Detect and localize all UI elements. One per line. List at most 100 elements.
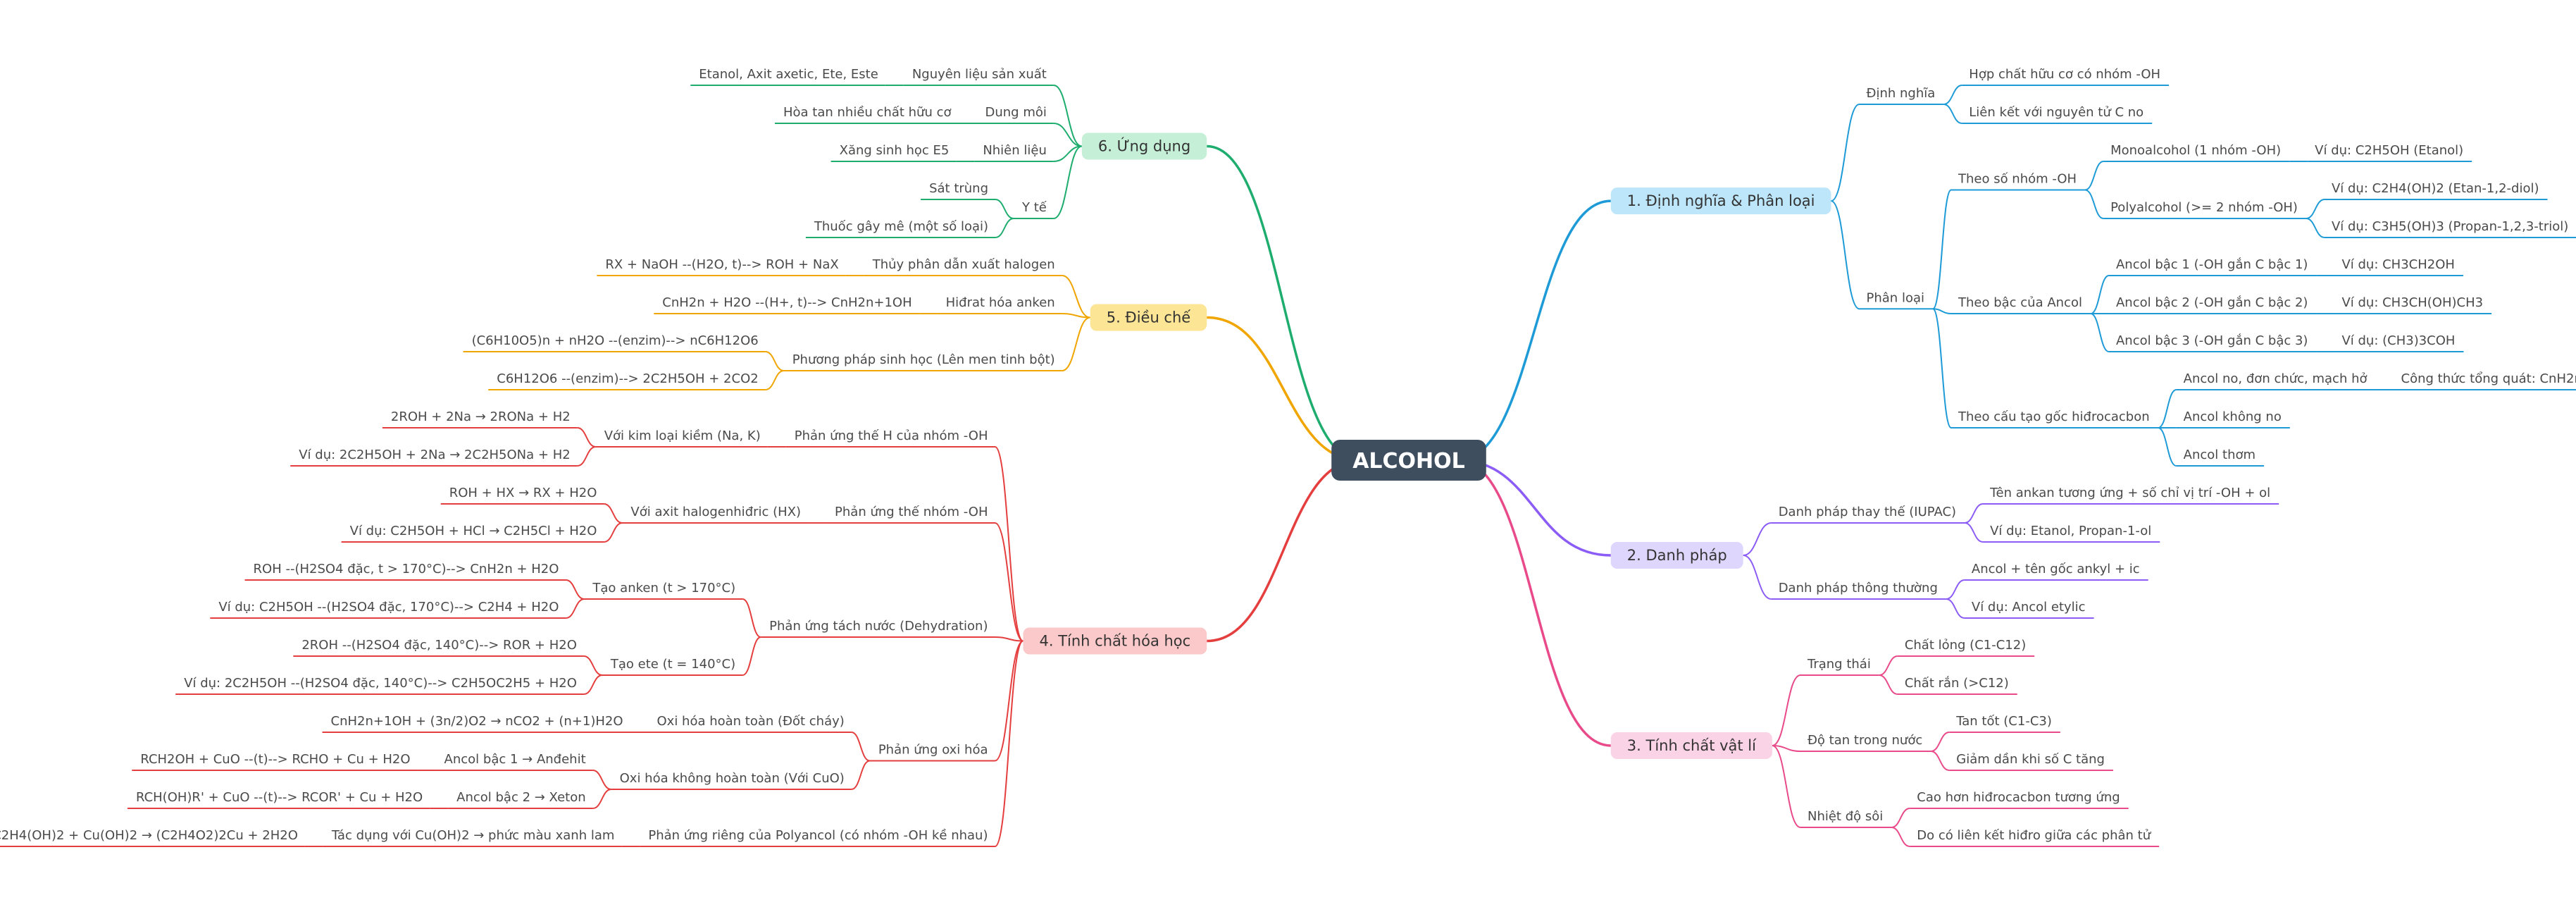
subtopic-oxi-hoa-hoan-toan-dot-chay[interactable]: Oxi hóa hoàn toàn (Đốt cháy) <box>657 714 845 729</box>
subtopic-y-te[interactable]: Y tế <box>1021 200 1047 215</box>
topic-link <box>1831 104 1860 202</box>
subtopic-dinh-nghia[interactable]: Định nghĩa <box>1867 86 1936 101</box>
subtopic-do-tan-trong-nuoc[interactable]: Độ tan trong nước <box>1807 733 1922 748</box>
leaf-cnh2n-1oh-3n-2-o2-nco2-n-1-h2o[interactable]: CnH2n+1OH + (3n/2)O2 → nCO2 + (n+1)H2O <box>331 714 623 729</box>
subtopic-tao-anken-t-170-c[interactable]: Tạo anken (t > 170°C) <box>592 581 735 596</box>
subtopic-ancol-no-don-chuc-mach-ho[interactable]: Ancol no, đơn chức, mạch hở <box>2184 371 2367 386</box>
subtopic-oxi-hoa-khong-hoan-toan-voi-cuo[interactable]: Oxi hóa không hoàn toàn (Với CuO) <box>620 771 845 786</box>
leaf-c6h12o6-enzim-2c2h5oh-2co2[interactable]: C6H12O6 --(enzim)--> 2C2H5OH + 2CO2 <box>497 371 758 386</box>
leaf-xang-sinh-hoc-e5[interactable]: Xăng sinh học E5 <box>840 143 950 158</box>
leaf-ten-ankan-tuong-ung-so-chi-vi-tri-oh-ol[interactable]: Tên ankan tương ứng + số chỉ vị trí -OH … <box>1989 486 2270 500</box>
leaf-vi-du-c2h5oh-hcl-c2h5cl-h2o[interactable]: Ví dụ: C2H5OH + HCl → C2H5Cl + H2O <box>350 524 597 538</box>
root-node-label: ALCOHOL <box>1352 449 1465 474</box>
leaf-rx-naoh-h2o-t-roh-nax[interactable]: RX + NaOH --(H2O, t)--> ROH + NaX <box>605 257 838 272</box>
topic-link <box>566 579 585 600</box>
topic-link <box>2084 189 2104 219</box>
leaf-c6h10o5-n-nh2o-enzim-nc6h12o6[interactable]: (C6H10O5)n + nH2O --(enzim)--> nC6H12O6 <box>472 333 759 348</box>
leaf-ancol-thom[interactable]: Ancol thơm <box>2184 448 2255 462</box>
branch-node-5-dieu-che[interactable]: 5. Điều chế <box>1090 304 1207 331</box>
subtopic-phan-ung-the-nhom-oh[interactable]: Phản ứng thế nhóm -OH <box>835 505 988 519</box>
subtopic-dung-moi[interactable]: Dung môi <box>985 105 1047 120</box>
subtopic-voi-kim-loai-kiem-na-k[interactable]: Với kim loại kiềm (Na, K) <box>604 428 761 443</box>
topic-link <box>1743 555 1772 600</box>
leaf-chat-ran-c12[interactable]: Chất rắn (>C12) <box>1905 676 2009 691</box>
subtopic-phan-ung-the-h-cua-nhom-oh[interactable]: Phản ứng thế H của nhóm -OH <box>795 428 988 443</box>
topic-link <box>2306 218 2325 238</box>
leaf-ancol-khong-no[interactable]: Ancol không no <box>2184 409 2282 424</box>
leaf-do-co-lien-ket-hidro-giua-cac-phan-tu[interactable]: Do có liên kết hiđro giữa các phân tử <box>1917 828 2151 843</box>
leaf-2roh-h2so4-dac-140-c-ror-h2o[interactable]: 2ROH --(H2SO4 đặc, 140°C)--> ROR + H2O <box>301 638 577 653</box>
leaf-rch-oh-r-cuo-t-rcor-cu-h2o[interactable]: RCH(OH)R' + CuO --(t)--> RCOR' + Cu + H2… <box>136 790 423 805</box>
branch-node-4-tinh-chat-hoa-hoc[interactable]: 4. Tính chất hóa học <box>1023 627 1207 655</box>
leaf-vi-du-c3h5-oh-3-propan-1-2-3-triol[interactable]: Ví dụ: C3H5(OH)3 (Propan-1,2,3-triol) <box>2332 219 2568 234</box>
branch-node-6-ung-dung[interactable]: 6. Ứng dụng <box>1081 132 1207 160</box>
leaf-chat-long-c1-c12[interactable]: Chất lỏng (C1-C12) <box>1905 638 2026 653</box>
subtopic-nhiet-do-soi[interactable]: Nhiệt độ sôi <box>1807 809 1883 824</box>
root-node[interactable]: ALCOHOL <box>1331 440 1486 481</box>
branch-node-1-dinh-nghia-phan-loai[interactable]: 1. Định nghĩa & Phân loại <box>1610 187 1831 215</box>
subtopic-tao-ete-t-140-c[interactable]: Tạo ete (t = 140°C) <box>610 657 735 672</box>
leaf-vi-du-c2h5oh-h2so4-dac-170-c-c2h4-h2o[interactable]: Ví dụ: C2H5OH --(H2SO4 đặc, 170°C)--> C2… <box>218 600 559 615</box>
subtopic-thuy-phan-dan-xuat-halogen[interactable]: Thủy phân dẫn xuất halogen <box>872 257 1055 272</box>
leaf-vi-du-ch3ch-oh-ch3[interactable]: Ví dụ: CH3CH(OH)CH3 <box>2341 295 2483 310</box>
subtopic-phuong-phap-sinh-hoc-len-men-tinh-bot[interactable]: Phương pháp sinh học (Lên men tinh bột) <box>792 352 1055 367</box>
subtopic-nguyen-lieu-san-xuat[interactable]: Nguyên liệu sản xuất <box>912 67 1047 82</box>
subtopic-ancol-bac-2-oh-gan-c-bac-2[interactable]: Ancol bậc 2 (-OH gắn C bậc 2) <box>2116 295 2308 310</box>
leaf-hop-chat-huu-co-co-nhom-oh[interactable]: Hợp chất hữu cơ có nhóm -OH <box>1969 67 2160 82</box>
leaf-vi-du-2c2h5oh-h2so4-dac-140-c-c2h5oc2h5-[interactable]: Ví dụ: 2C2H5OH --(H2SO4 đặc, 140°C)--> C… <box>184 676 577 691</box>
leaf-thuoc-gay-me-mot-so-loai[interactable]: Thuốc gây mê (một số loại) <box>814 219 988 234</box>
subtopic-voi-axit-halogenhidric-hx[interactable]: Với axit halogenhiđric (HX) <box>630 505 801 519</box>
leaf-vi-du-c2h4-oh-2-etan-1-2-diol[interactable]: Ví dụ: C2H4(OH)2 (Etan-1,2-diol) <box>2332 181 2539 196</box>
subtopic-ancol-bac-1-oh-gan-c-bac-1[interactable]: Ancol bậc 1 (-OH gắn C bậc 1) <box>2116 257 2308 272</box>
branch-node-3-tinh-chat-vat-li[interactable]: 3. Tính chất vật lí <box>1610 732 1772 759</box>
subtopic-phan-loai[interactable]: Phân loại <box>1867 290 1924 305</box>
subtopic-phan-ung-rieng-cua-polyancol-co-nhom-oh-[interactable]: Phản ứng riêng của Polyancol (có nhóm -O… <box>648 828 988 843</box>
branch-node-box <box>1610 542 1743 569</box>
branch-link <box>1207 144 1360 462</box>
subtopic-theo-bac-cua-ancol[interactable]: Theo bậc của Ancol <box>1958 295 2082 310</box>
subtopic-polyalcohol-2-nhom-oh[interactable]: Polyalcohol (>= 2 nhóm -OH) <box>2110 200 2298 215</box>
subtopic-ancol-bac-2-xeton[interactable]: Ancol bậc 2 → Xeton <box>456 790 585 805</box>
subtopic-theo-cau-tao-goc-hidrocacbon[interactable]: Theo cấu tạo gốc hiđrocacbon <box>1958 409 2150 424</box>
subtopic-trang-thai[interactable]: Trạng thái <box>1807 657 1871 672</box>
leaf-vi-du-c2h5oh-etanol[interactable]: Ví dụ: C2H5OH (Etanol) <box>2315 143 2463 158</box>
leaf-vi-du-etanol-propan-1-ol[interactable]: Ví dụ: Etanol, Propan-1-ol <box>1990 524 2151 538</box>
subtopic-ancol-bac-1-andehit[interactable]: Ancol bậc 1 → Anđehit <box>444 752 586 767</box>
subtopic-ancol-bac-3-oh-gan-c-bac-3[interactable]: Ancol bậc 3 (-OH gắn C bậc 3) <box>2116 333 2308 348</box>
leaf-cnh2n-h2o-h-t-cnh2n-1oh[interactable]: CnH2n + H2O --(H+, t)--> CnH2n+1OH <box>662 295 911 310</box>
leaf-cao-hon-hidrocacbon-tuong-ung[interactable]: Cao hơn hiđrocacbon tương ứng <box>1917 790 2120 805</box>
subtopic-monoalcohol-1-nhom-oh[interactable]: Monoalcohol (1 nhóm -OH) <box>2110 143 2281 158</box>
branch-node-label: 4. Tính chất hóa học <box>1039 633 1190 650</box>
subtopic-theo-so-nhom-oh[interactable]: Theo số nhóm -OH <box>1958 172 2077 187</box>
branch-node-2-danh-phap[interactable]: 2. Danh pháp <box>1610 542 1743 569</box>
branch-node-box <box>1081 132 1207 160</box>
subtopic-hidrat-hoa-anken[interactable]: Hiđrat hóa anken <box>946 295 1055 310</box>
leaf-vi-du-2c2h4-oh-2-cu-oh-2-c2h4o2-2cu-2h2o[interactable]: Ví dụ: 2C2H4(OH)2 + Cu(OH)2 → (C2H4O2)2C… <box>0 828 298 843</box>
leaf-etanol-axit-axetic-ete-este[interactable]: Etanol, Axit axetic, Ete, Este <box>699 67 878 82</box>
leaf-vi-du-ch3-3coh[interactable]: Ví dụ: (CH3)3COH <box>2341 333 2455 348</box>
leaf-ancol-ten-goc-ankyl-ic[interactable]: Ancol + tên gốc ankyl + ic <box>1972 562 2140 576</box>
subtopic-danh-phap-thay-the-iupac[interactable]: Danh pháp thay thế (IUPAC) <box>1779 505 1956 519</box>
leaf-tan-tot-c1-c3[interactable]: Tan tốt (C1-C3) <box>1955 714 2052 729</box>
subtopic-phan-ung-tach-nuoc-dehydration[interactable]: Phản ứng tách nước (Dehydration) <box>769 619 988 634</box>
leaf-roh-hx-rx-h2o[interactable]: ROH + HX → RX + H2O <box>449 486 597 500</box>
leaf-rch2oh-cuo-t-rcho-cu-h2o[interactable]: RCH2OH + CuO --(t)--> RCHO + Cu + H2O <box>140 752 410 767</box>
subtopic-phan-ung-oxi-hoa[interactable]: Phản ứng oxi hóa <box>878 743 988 758</box>
leaf-roh-h2so4-dac-t-170-c-cnh2n-h2o[interactable]: ROH --(H2SO4 đặc, t > 170°C)--> CnH2n + … <box>254 562 559 576</box>
leaf-vi-du-2c2h5oh-2na-2c2h5ona-h2[interactable]: Ví dụ: 2C2H5OH + 2Na → 2C2H5ONa + H2 <box>299 448 570 462</box>
subtopic-nhien-lieu[interactable]: Nhiên liệu <box>983 143 1047 158</box>
leaf-cong-thuc-tong-quat-cnh2n-1oh[interactable]: Công thức tổng quát: CnH2n+1OH <box>2401 371 2576 386</box>
leaf-lien-ket-voi-nguyen-tu-c-no[interactable]: Liên kết với nguyên tử C no <box>1969 105 2143 120</box>
topic-link <box>604 522 623 543</box>
leaf-vi-du-ch3ch2oh[interactable]: Ví dụ: CH3CH2OH <box>2341 257 2454 272</box>
leaf-giam-dan-khi-so-c-tang[interactable]: Giảm dần khi số C tăng <box>1956 752 2105 767</box>
leaf-sat-trung[interactable]: Sát trùng <box>929 181 988 196</box>
subtopic-tac-dung-voi-cu-oh-2-phuc-mau-xanh-lam[interactable]: Tác dụng với Cu(OH)2 → phức màu xanh lam <box>331 828 614 843</box>
topic-link <box>1062 316 1090 371</box>
topic-link <box>1943 85 1962 105</box>
leaf-vi-du-ancol-etylic[interactable]: Ví dụ: Ancol etylic <box>1972 600 2086 615</box>
topic-link <box>995 522 1023 642</box>
subtopic-danh-phap-thong-thuong[interactable]: Danh pháp thông thường <box>1779 581 1938 596</box>
leaf-2roh-2na-2rona-h2[interactable]: 2ROH + 2Na → 2RONa + H2 <box>391 409 571 424</box>
leaf-hoa-tan-nhieu-chat-huu-co[interactable]: Hòa tan nhiều chất hữu cơ <box>783 105 952 120</box>
